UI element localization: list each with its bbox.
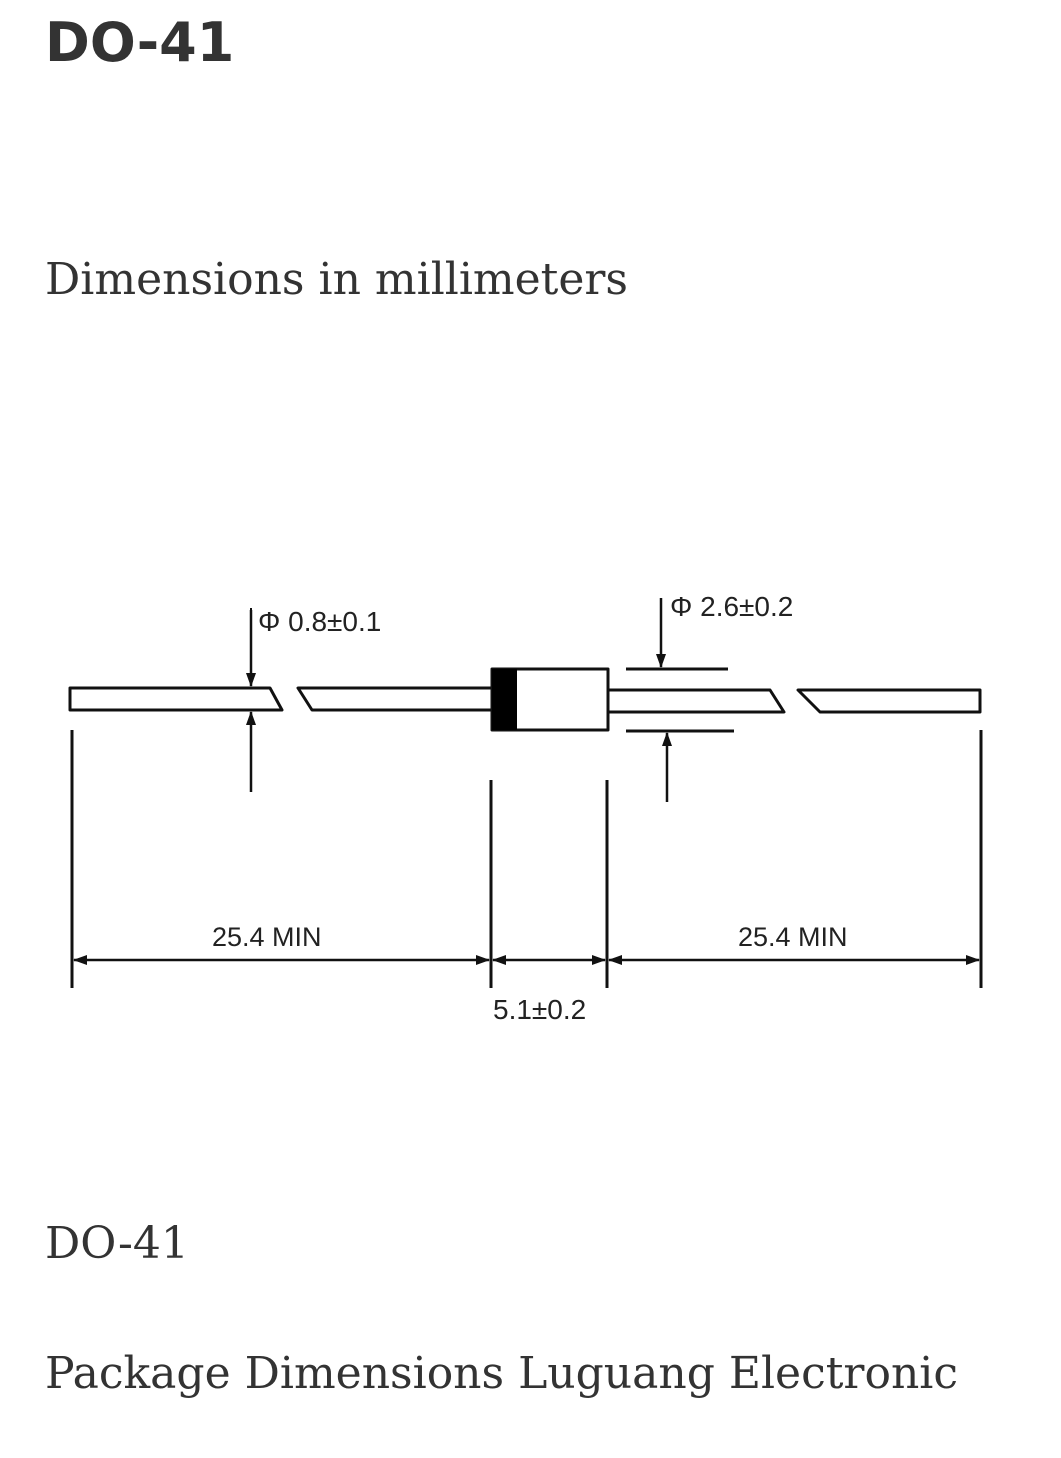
page-title: DO-41: [45, 11, 235, 74]
right-lead-inner: [606, 688, 786, 714]
cathode-band: [492, 669, 517, 730]
lead-diameter-label: Φ 0.8±0.1: [258, 606, 381, 637]
left-lead-inner: [296, 686, 494, 712]
units-subtitle: Dimensions in millimeters: [45, 254, 628, 305]
do41-dimension-drawing: Φ 0.8±0.1 Φ 2.6±0.2 25.4 MIN 25.4 MIN 5.…: [68, 591, 983, 1025]
right-lead-length-label: 25.4 MIN: [738, 922, 848, 952]
left-lead-length-label: 25.4 MIN: [212, 922, 322, 952]
body-diameter-label: Φ 2.6±0.2: [670, 591, 793, 622]
body-length-label: 5.1±0.2: [493, 994, 586, 1025]
package-name-caption: DO-41: [45, 1218, 189, 1269]
left-lead-outer: [68, 686, 284, 712]
source-caption: Package Dimensions Luguang Electronic: [45, 1348, 958, 1399]
right-lead-outer: [796, 688, 982, 714]
